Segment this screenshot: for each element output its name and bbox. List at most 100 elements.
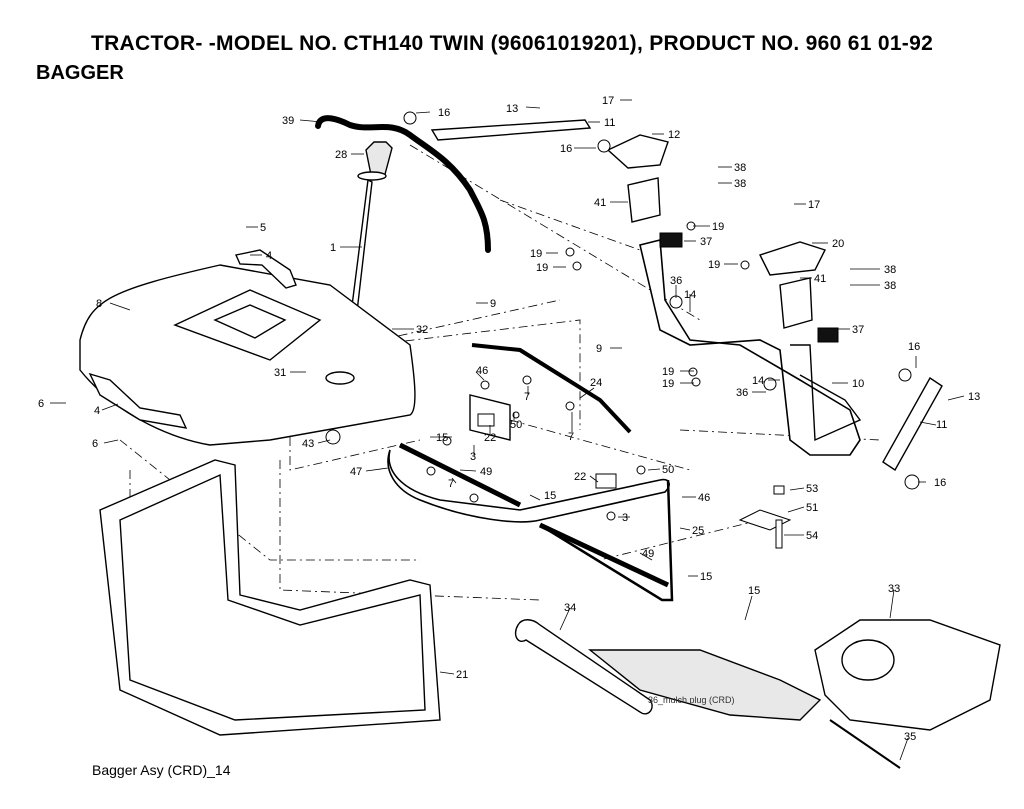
callout: 4: [266, 250, 272, 262]
callout: 50: [662, 464, 674, 476]
frame-side-25: [539, 479, 674, 602]
callout: 19: [536, 262, 548, 274]
support-tube: [639, 238, 861, 456]
callout: 16: [908, 341, 920, 353]
page-title: TRACTOR- -MODEL NO. CTH140 TWIN (9606101…: [90, 32, 934, 55]
callout: 13: [968, 391, 980, 403]
callout: 50: [510, 419, 522, 431]
callout: 15: [544, 490, 556, 502]
callout: 13: [506, 103, 518, 115]
callout: 22: [574, 471, 586, 483]
callout: 16: [560, 143, 572, 155]
callout: 33: [888, 583, 900, 595]
hinge-bracket-lower: [88, 372, 188, 429]
callout: 17: [808, 199, 820, 211]
callout: 24: [590, 377, 602, 389]
grip-base: [357, 171, 387, 181]
callout: 22: [484, 432, 496, 444]
bracket-41-lower: [779, 277, 813, 329]
bracket-top: [430, 119, 592, 141]
callout: 19: [662, 366, 674, 378]
callout: 38: [884, 264, 896, 276]
callout: 31: [274, 367, 286, 379]
callout: 47: [350, 466, 362, 478]
callout: 4: [94, 405, 100, 417]
callout: 35: [904, 731, 916, 743]
frame-rod-24: [471, 343, 632, 434]
callout: 16: [438, 107, 450, 119]
pin-35: [829, 719, 901, 769]
cap-37-upper: [659, 232, 683, 248]
leader-lines: [50, 99, 965, 761]
callout: 38: [734, 178, 746, 190]
callout: 19: [712, 221, 724, 233]
bracket-20: [759, 241, 826, 276]
callout: 46: [476, 365, 488, 377]
callout: 15: [748, 585, 760, 597]
bracket-small: [606, 134, 669, 169]
frame-rail-49b: [538, 522, 670, 588]
callout: 7: [448, 478, 454, 490]
callout: 5: [260, 222, 266, 234]
callout: 28: [335, 149, 347, 161]
callout: 19: [530, 248, 542, 260]
callout: 9: [596, 343, 602, 355]
callout: 7: [524, 391, 530, 403]
callout: 11: [936, 419, 947, 431]
callout: 7: [568, 431, 574, 443]
bag-handle-rod: [315, 115, 491, 253]
diagram-caption: Bagger Asy (CRD)_14: [92, 762, 231, 778]
callout: 21: [456, 669, 468, 681]
callout: 25: [692, 525, 704, 537]
callout: 43: [302, 438, 314, 450]
cap-37-lower: [817, 327, 839, 343]
callout: 49: [480, 466, 492, 478]
callout: 46: [698, 492, 710, 504]
callout: 1: [330, 242, 336, 254]
lid-knob: [325, 371, 355, 385]
mulch-plug-body: [588, 649, 822, 721]
callout: 41: [814, 273, 826, 285]
mulch-plug-note: 36_mulch plug (CRD): [648, 695, 735, 705]
lid-vent: [213, 304, 287, 339]
callout: 17: [602, 95, 614, 107]
callout: 19: [708, 259, 720, 271]
support-tube-2: [790, 344, 862, 442]
callout: 12: [668, 129, 680, 141]
callout: 15: [700, 571, 712, 583]
callout: 54: [806, 530, 818, 542]
callout: 3: [622, 512, 628, 524]
callout: 38: [884, 280, 896, 292]
mulch-plug-33: [814, 619, 1001, 731]
callout: 16: [934, 477, 946, 489]
callout: 6: [92, 438, 98, 450]
mulch-plug-opening: [841, 639, 895, 681]
callout: 14: [752, 375, 764, 387]
callout: 32: [416, 324, 428, 336]
callout: 20: [832, 238, 844, 250]
bracket-41-upper: [627, 177, 661, 223]
bag-inner: [119, 473, 426, 721]
page-subtitle: BAGGER: [36, 62, 124, 84]
hinge-bracket-upper: [235, 249, 297, 289]
callout: 39: [282, 115, 294, 127]
bag-frame-47: [387, 449, 670, 523]
callout: 11: [604, 117, 615, 129]
callout: 10: [852, 378, 864, 390]
callout: 15: [436, 432, 448, 444]
callout: 36: [736, 387, 748, 399]
callout: 8: [96, 298, 102, 310]
callout: 49: [642, 548, 654, 560]
callout: 37: [700, 236, 712, 248]
callout: 36: [670, 275, 682, 287]
callout: 19: [662, 378, 674, 390]
callout: 41: [594, 197, 606, 209]
callout: 38: [734, 162, 746, 174]
callout: 53: [806, 483, 818, 495]
callout: 6: [38, 398, 44, 410]
callout: 14: [684, 289, 696, 301]
frame-rail-49: [398, 442, 522, 508]
callout: 3: [470, 451, 476, 463]
callout: 9: [490, 298, 496, 310]
